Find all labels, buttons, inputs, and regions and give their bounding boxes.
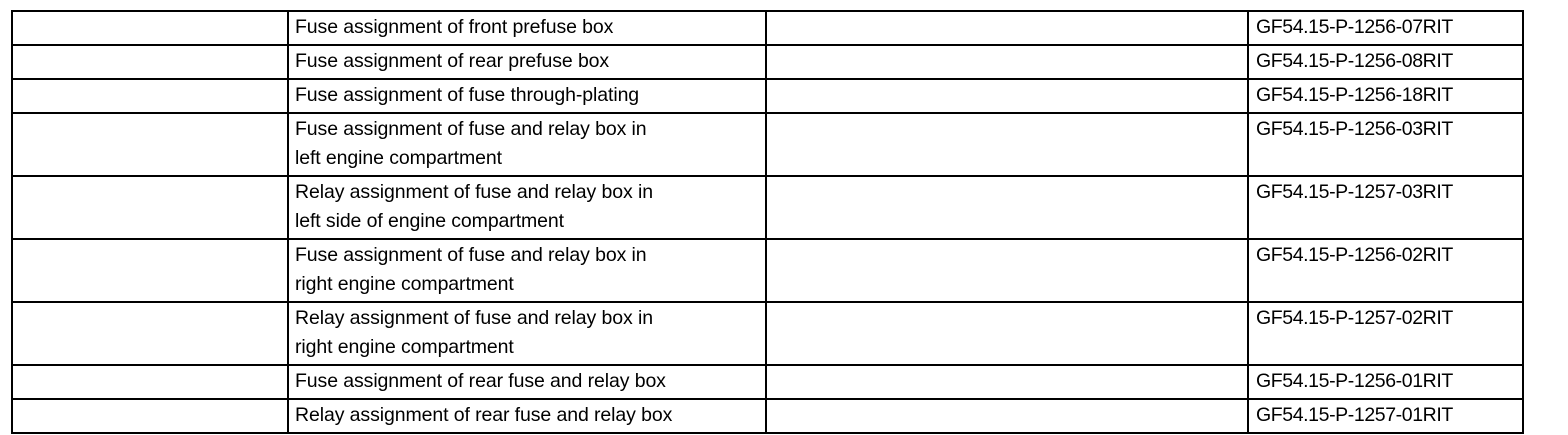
cell-index	[11, 44, 289, 81]
cell-title: Fuse assignment of fuse through-plating	[287, 78, 767, 114]
cell-blank	[765, 301, 1249, 367]
cell-blank	[765, 238, 1249, 304]
blank-value	[767, 303, 1247, 367]
blank-value	[767, 177, 1247, 241]
blank-value	[767, 46, 1247, 81]
document-number: GF54.15-P-1257-03RIT	[1256, 181, 1453, 203]
cell-title: Relay assignment of fuse and relay box i…	[287, 301, 767, 366]
table-row[interactable]: Fuse assignment of rear fuse and relay b…	[11, 364, 1524, 401]
cell-document-number: GF54.15-P-1256-08RIT	[1247, 44, 1524, 80]
blank-value	[767, 114, 1247, 178]
title-text: Fuse assignment of front prefuse box	[295, 16, 614, 38]
cell-blank	[765, 364, 1249, 401]
index-value	[13, 46, 287, 81]
title-text: Relay assignment of rear fuse and relay …	[295, 404, 673, 426]
cell-index	[11, 364, 289, 401]
cell-blank	[765, 44, 1249, 81]
cell-index	[11, 238, 289, 304]
cell-index	[11, 398, 289, 434]
title-text: Fuse assignment of fuse and relay box in…	[295, 118, 647, 169]
table-row[interactable]: Relay assignment of rear fuse and relay …	[11, 398, 1524, 434]
cell-document-number: GF54.15-P-1256-03RIT	[1247, 112, 1524, 177]
blank-value	[767, 240, 1247, 304]
table-row[interactable]: Fuse assignment of fuse through-plating G…	[11, 78, 1524, 115]
table-row[interactable]: Fuse assignment of front prefuse box GF54…	[11, 10, 1524, 47]
document-number: GF54.15-P-1257-01RIT	[1256, 404, 1453, 426]
cell-title: Fuse assignment of rear fuse and relay b…	[287, 364, 767, 400]
cell-document-number: GF54.15-P-1256-18RIT	[1247, 78, 1524, 114]
table-row[interactable]: Fuse assignment of fuse and relay box in…	[11, 238, 1524, 304]
cell-title: Relay assignment of fuse and relay box i…	[287, 175, 767, 240]
title-text: Relay assignment of fuse and relay box i…	[295, 307, 653, 358]
index-value	[13, 240, 287, 304]
cell-document-number: GF54.15-P-1257-03RIT	[1247, 175, 1524, 240]
cell-title: Fuse assignment of fuse and relay box in…	[287, 238, 767, 303]
cell-index	[11, 112, 289, 178]
index-value	[13, 80, 287, 115]
table-row[interactable]: Fuse assignment of fuse and relay box in…	[11, 112, 1524, 178]
title-text: Fuse assignment of fuse and relay box in…	[295, 244, 647, 295]
table-row[interactable]: Relay assignment of fuse and relay box i…	[11, 301, 1524, 367]
cell-blank	[765, 112, 1249, 178]
blank-value	[767, 366, 1247, 401]
cell-index	[11, 78, 289, 115]
cell-title: Fuse assignment of rear prefuse box	[287, 44, 767, 80]
blank-value	[767, 12, 1247, 47]
cell-document-number: GF54.15-P-1257-02RIT	[1247, 301, 1524, 366]
document-number: GF54.15-P-1256-07RIT	[1256, 16, 1453, 38]
title-text: Relay assignment of fuse and relay box i…	[295, 181, 653, 232]
document-number: GF54.15-P-1257-02RIT	[1256, 307, 1453, 329]
cell-title: Relay assignment of rear fuse and relay …	[287, 398, 767, 434]
cell-title: Fuse assignment of fuse and relay box in…	[287, 112, 767, 177]
cell-index	[11, 10, 289, 47]
cell-index	[11, 301, 289, 367]
cell-blank	[765, 398, 1249, 434]
index-value	[13, 303, 287, 367]
cell-blank	[765, 78, 1249, 115]
document-number: GF54.15-P-1256-08RIT	[1256, 50, 1453, 72]
blank-value	[767, 80, 1247, 115]
cell-title: Fuse assignment of front prefuse box	[287, 10, 767, 46]
title-text: Fuse assignment of rear prefuse box	[295, 50, 610, 72]
cell-document-number: GF54.15-P-1256-02RIT	[1247, 238, 1524, 303]
table-row[interactable]: Relay assignment of fuse and relay box i…	[11, 175, 1524, 241]
table-row[interactable]: Fuse assignment of rear prefuse box GF54.…	[11, 44, 1524, 81]
cell-document-number: GF54.15-P-1257-01RIT	[1247, 398, 1524, 434]
title-text: Fuse assignment of fuse through-plating	[295, 84, 640, 106]
document-number: GF54.15-P-1256-03RIT	[1256, 118, 1453, 140]
title-text: Fuse assignment of rear fuse and relay b…	[295, 370, 666, 392]
document-number: GF54.15-P-1256-02RIT	[1256, 244, 1453, 266]
document-number: GF54.15-P-1256-01RIT	[1256, 370, 1453, 392]
cell-document-number: GF54.15-P-1256-01RIT	[1247, 364, 1524, 400]
cell-blank	[765, 10, 1249, 47]
index-value	[13, 177, 287, 241]
index-value	[13, 114, 287, 178]
document-number: GF54.15-P-1256-18RIT	[1256, 84, 1453, 106]
index-value	[13, 366, 287, 401]
index-value	[13, 12, 287, 47]
cell-document-number: GF54.15-P-1256-07RIT	[1247, 10, 1524, 46]
cell-blank	[765, 175, 1249, 241]
cell-index	[11, 175, 289, 241]
